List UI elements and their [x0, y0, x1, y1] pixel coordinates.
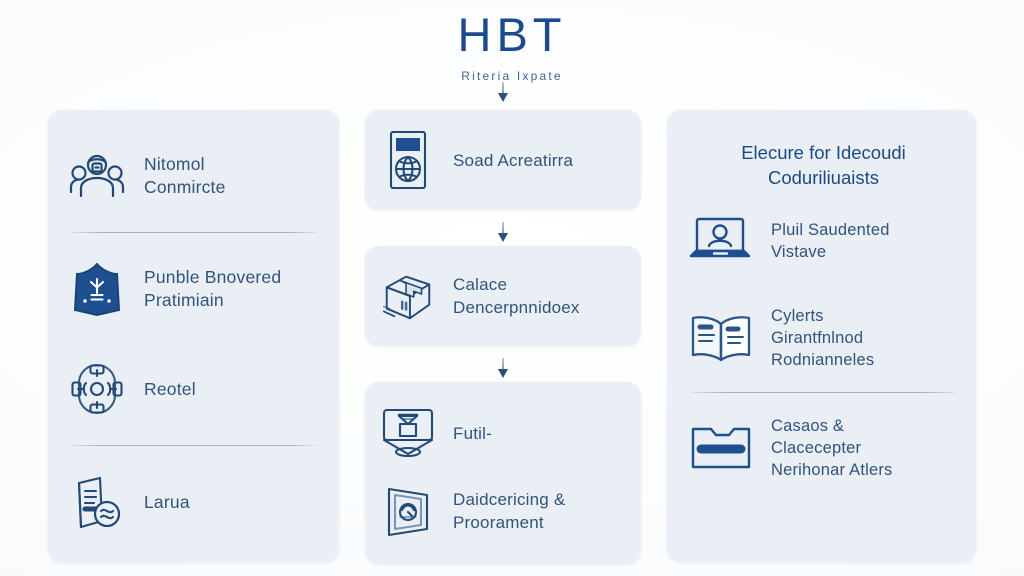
list-item[interactable]: Punble Bnovered Pratimiain — [66, 239, 321, 339]
laptop-user-icon — [687, 211, 755, 271]
list-item[interactable]: Cylerts Girantfnlnod Rodnianneles — [687, 289, 960, 386]
divider — [70, 232, 317, 233]
list-item[interactable]: Reotel — [66, 339, 321, 439]
right-panel: Elecure for Idecoudi Coduriliuaists Plui… — [667, 110, 976, 562]
list-item-label: Calace Dencerpnnidoex — [453, 275, 580, 317]
divider — [691, 392, 956, 393]
list-item[interactable]: Larua — [66, 452, 321, 552]
folder-tray-icon — [687, 418, 755, 478]
list-item[interactable]: Calace Dencerpnnidoex — [379, 258, 627, 334]
shield-badge-icon — [66, 258, 128, 320]
list-item-label: Cylerts Girantfnlnod Rodnianneles — [771, 306, 875, 369]
page-header: HBT Riteria Ixpate — [0, 8, 1024, 83]
list-item-label: Nitomol Conmircte — [144, 154, 226, 197]
list-item[interactable]: Soad Acreatirra — [379, 122, 627, 198]
list-item-label: Larua — [144, 491, 190, 512]
list-item-label: Punble Bnovered Pratimiain — [144, 267, 282, 310]
arrow-down-icon — [496, 222, 510, 244]
left-column: Nitomol Conmircte Punble — [48, 110, 339, 562]
right-column: Elecure for Idecoudi Coduriliuaists Plui… — [667, 110, 976, 562]
list-item-label: Soad Acreatirra — [453, 150, 574, 170]
device-globe-icon — [379, 130, 437, 190]
people-group-icon — [66, 145, 128, 207]
document-verified-icon — [66, 471, 128, 533]
list-item[interactable]: Daidcericing & Proorament — [379, 472, 627, 550]
list-item-label: Casaos & Clacecepter Nerihonar Atlers — [771, 416, 893, 479]
divider — [70, 445, 317, 446]
list-item[interactable]: Futil- — [379, 394, 627, 472]
page-title: HBT — [457, 8, 567, 61]
package-box-icon — [379, 267, 437, 325]
list-item-label: Pluil Saudented Vistave — [771, 220, 890, 261]
middle-column: Soad Acreatirra Calace Dencerpnnidoex — [365, 110, 641, 564]
middle-card-3[interactable]: Futil- Daidcericing & Proorament — [365, 382, 641, 564]
left-panel: Nitomol Conmircte Punble — [48, 110, 339, 562]
page-subtitle: Riteria Ixpate — [461, 69, 563, 83]
list-item[interactable]: Nitomol Conmircte — [66, 126, 321, 226]
middle-card-1[interactable]: Soad Acreatirra — [365, 110, 641, 210]
middle-card-2[interactable]: Calace Dencerpnnidoex — [365, 246, 641, 346]
list-item[interactable]: Casaos & Clacecepter Nerihonar Atlers — [687, 399, 960, 496]
network-hub-icon — [66, 358, 128, 420]
list-item-label: Futil- — [453, 423, 492, 443]
arrow-down-icon — [496, 358, 510, 380]
open-book-icon — [687, 308, 755, 368]
monitor-funnel-icon — [379, 404, 437, 462]
list-item-label: Reotel — [144, 378, 196, 399]
arrow-down-icon — [496, 82, 510, 104]
right-panel-heading: Elecure for Idecoudi Coduriliuaists — [741, 142, 906, 188]
portal-gauge-icon — [379, 482, 437, 540]
list-item-label: Daidcericing & Proorament — [453, 490, 566, 532]
list-item[interactable]: Pluil Saudented Vistave — [687, 192, 960, 289]
